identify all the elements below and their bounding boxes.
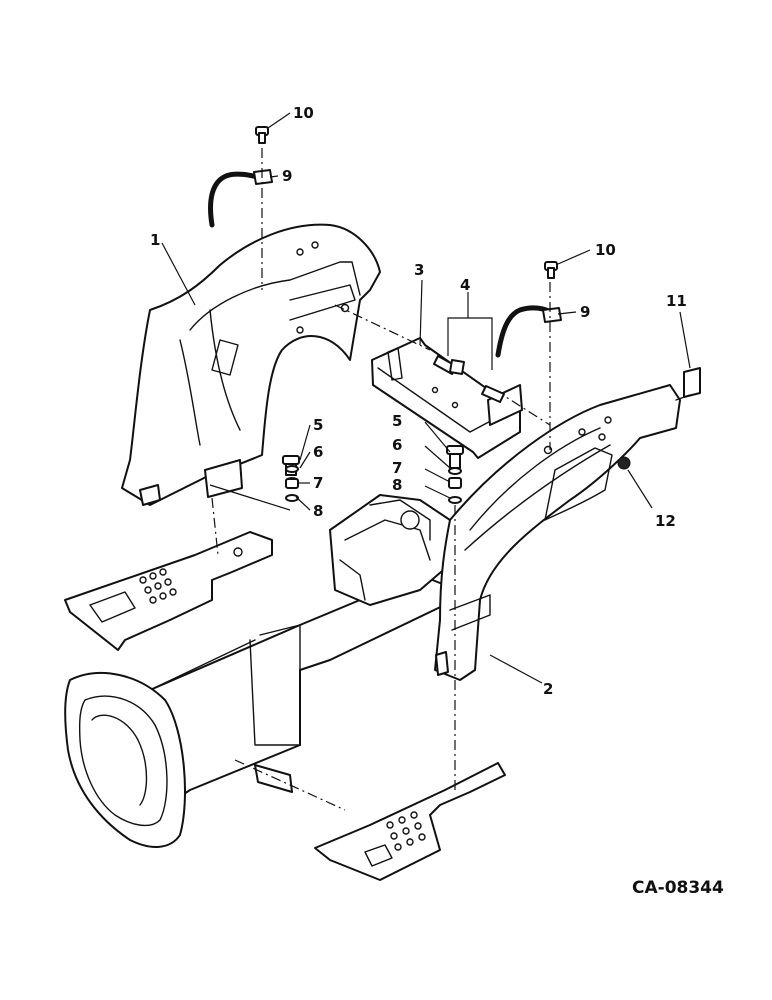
- callout-4: 4: [460, 276, 470, 294]
- callout-9-right: 9: [580, 303, 590, 321]
- callout-labels: 1 2 3 4 5 6 7 8 5 6 7 8 9 10 9 10 11 12: [150, 104, 687, 698]
- callout-8-right: 8: [392, 476, 402, 494]
- callout-1: 1: [150, 231, 160, 249]
- callout-5-right: 5: [392, 412, 402, 430]
- callout-10-right: 10: [595, 241, 616, 259]
- reflector-11: [675, 367, 701, 401]
- callout-9-left: 9: [282, 167, 292, 185]
- right-floor-plate: [314, 762, 506, 881]
- right-hardware-stack: [446, 445, 464, 595]
- callout-7-right: 7: [392, 459, 402, 477]
- left-fender: [121, 223, 381, 556]
- callout-10-left: 10: [293, 104, 314, 122]
- callout-2: 2: [543, 680, 553, 698]
- callout-6-right: 6: [392, 436, 402, 454]
- transmission-housing: [64, 494, 456, 848]
- lamp-12: [617, 456, 631, 470]
- callout-7-left: 7: [313, 474, 323, 492]
- bracket-bolts: [433, 355, 505, 403]
- left-floor-plate: [64, 531, 273, 651]
- right-handrail: [495, 261, 562, 450]
- drawing-code: CA-08344: [632, 878, 724, 898]
- callout-8-left: 8: [313, 502, 323, 520]
- mounting-bracket: [334, 304, 551, 459]
- left-hardware-stack: [282, 455, 300, 502]
- callout-12: 12: [655, 512, 676, 530]
- callout-3: 3: [414, 261, 424, 279]
- callout-5-left: 5: [313, 416, 323, 434]
- callout-6-left: 6: [313, 443, 323, 461]
- left-handrail: [208, 126, 273, 290]
- right-fender: [434, 384, 681, 790]
- callout-11: 11: [666, 292, 687, 310]
- leader-lines: [161, 112, 691, 684]
